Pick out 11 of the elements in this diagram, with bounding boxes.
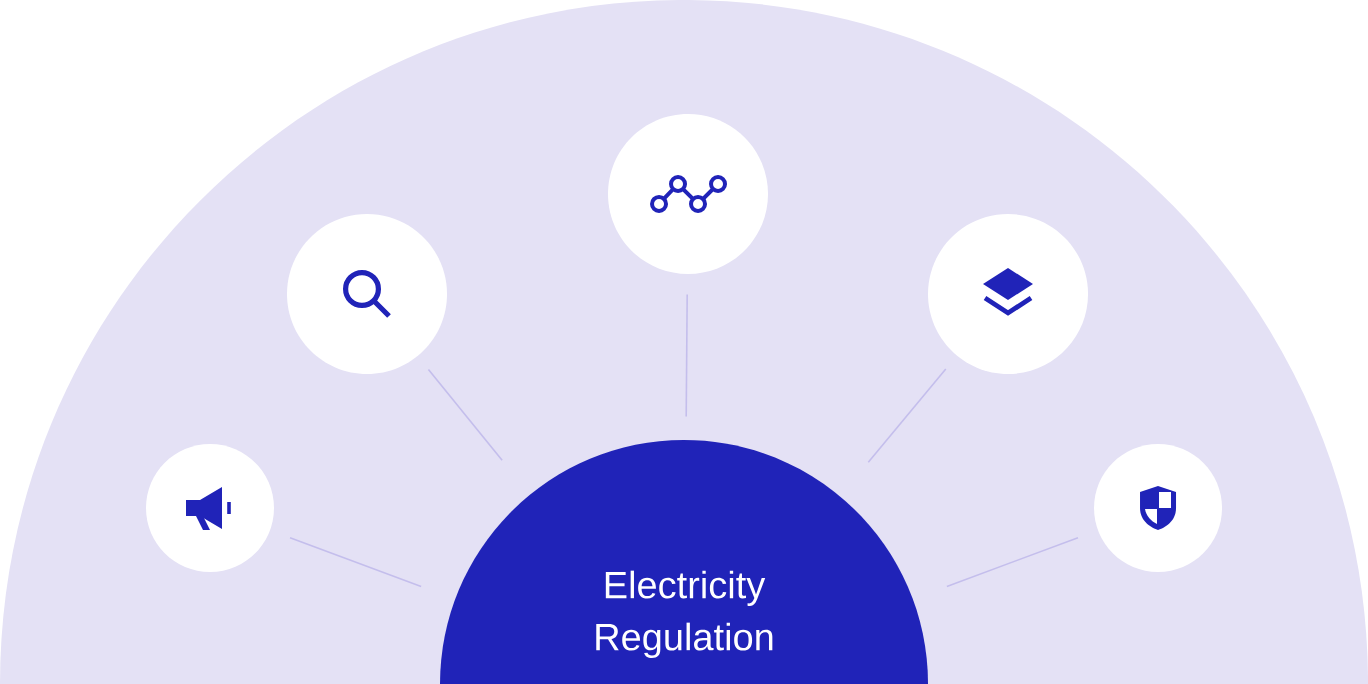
connector-line xyxy=(685,293,688,418)
icon-circle xyxy=(928,214,1089,374)
icon-circle xyxy=(1094,444,1223,572)
connector-line xyxy=(867,368,947,463)
icon-circle xyxy=(146,444,274,572)
connector-line xyxy=(946,536,1079,588)
icon-circle xyxy=(608,114,768,274)
connector-line xyxy=(427,368,503,461)
semicircle-hub: Electricity Regulation xyxy=(440,440,928,684)
icon-circle xyxy=(287,214,447,374)
connector-line xyxy=(289,536,422,588)
